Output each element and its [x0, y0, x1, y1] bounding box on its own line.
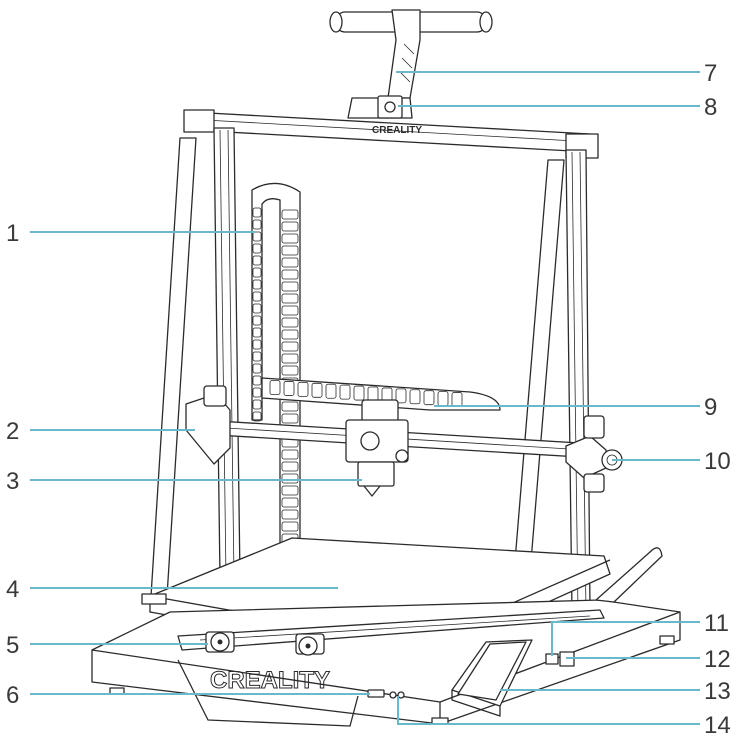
chain-link [252, 303, 262, 314]
chain-link [269, 380, 281, 395]
callout-7: 7 [704, 60, 717, 87]
chain-link [252, 327, 262, 338]
chain-link [281, 329, 299, 340]
chain-link [311, 382, 323, 398]
chain-link [252, 267, 262, 278]
chain-link [252, 399, 262, 410]
x-end-right [565, 415, 623, 493]
callout-12: 12 [704, 646, 731, 673]
callout-leaders [30, 71, 700, 725]
callout-10: 10 [704, 448, 731, 475]
callout-8: 8 [704, 94, 717, 121]
chain-link [252, 255, 262, 266]
chain-link [281, 257, 299, 268]
chain-link [281, 353, 299, 364]
chain-link [252, 351, 262, 362]
chain-link [281, 209, 299, 220]
chain-link [281, 233, 299, 244]
chain-link [252, 387, 262, 398]
chain-link [281, 461, 299, 472]
chain-link [423, 390, 435, 406]
horizontal-drag-chain [261, 377, 501, 411]
print-head [345, 399, 409, 497]
chain-link [281, 341, 299, 352]
chain-link [395, 388, 407, 404]
base-logo: CREALITY [210, 667, 330, 694]
chain-link [281, 473, 299, 484]
chain-link [281, 509, 299, 520]
chain-link [252, 231, 262, 242]
chain-link [281, 281, 299, 292]
chain-link [281, 365, 299, 376]
chain-link [339, 384, 351, 400]
chain-link [409, 389, 421, 405]
chain-link [353, 385, 365, 401]
chain-link [252, 279, 262, 290]
vertical-drag-chain [251, 182, 301, 561]
y-tensioner-right [295, 633, 325, 656]
chain-link [281, 413, 299, 424]
chain-link [281, 401, 299, 412]
callout-1: 1 [6, 220, 19, 247]
carry-handle [329, 9, 493, 119]
chain-link [252, 207, 262, 218]
z-rail-left [213, 127, 241, 579]
callout-9: 9 [704, 394, 717, 421]
callout-14: 14 [704, 712, 731, 739]
chain-link [281, 521, 299, 532]
chain-link [252, 375, 262, 386]
callout-3: 3 [6, 468, 19, 495]
power-indicators [389, 691, 405, 699]
chain-link [283, 381, 295, 396]
z-rail-right [565, 149, 591, 613]
spool-holder [595, 547, 663, 603]
chain-link [281, 269, 299, 280]
chain-link [252, 339, 262, 350]
chain-link [281, 221, 299, 232]
chain-link [325, 383, 337, 399]
chain-link [281, 497, 299, 508]
chain-link [252, 291, 262, 302]
chain-link [252, 219, 262, 230]
filament-sensor [377, 95, 403, 119]
chain-link [281, 485, 299, 496]
chain-link [252, 243, 262, 254]
usb-port [367, 689, 385, 698]
callout-13: 13 [704, 678, 731, 705]
support-strut-left [149, 137, 197, 613]
chain-link [297, 381, 309, 397]
chain-link [281, 305, 299, 316]
chain-link [281, 245, 299, 256]
chain-link [252, 411, 262, 422]
callout-6: 6 [6, 682, 19, 709]
callout-11: 11 [704, 610, 729, 637]
chain-link [281, 317, 299, 328]
top-logo: CREALITY [372, 125, 422, 136]
control-screen [451, 639, 533, 717]
chain-link [281, 293, 299, 304]
callout-5: 5 [6, 632, 19, 659]
top-gantry [183, 109, 599, 159]
y-axis-rails [177, 609, 605, 651]
callout-2: 2 [6, 418, 19, 445]
callout-4: 4 [6, 576, 19, 603]
y-tensioner-left [205, 631, 235, 653]
chain-link [252, 315, 262, 326]
chain-link [252, 363, 262, 374]
chain-link [281, 449, 299, 460]
x-motor-left [185, 385, 231, 465]
